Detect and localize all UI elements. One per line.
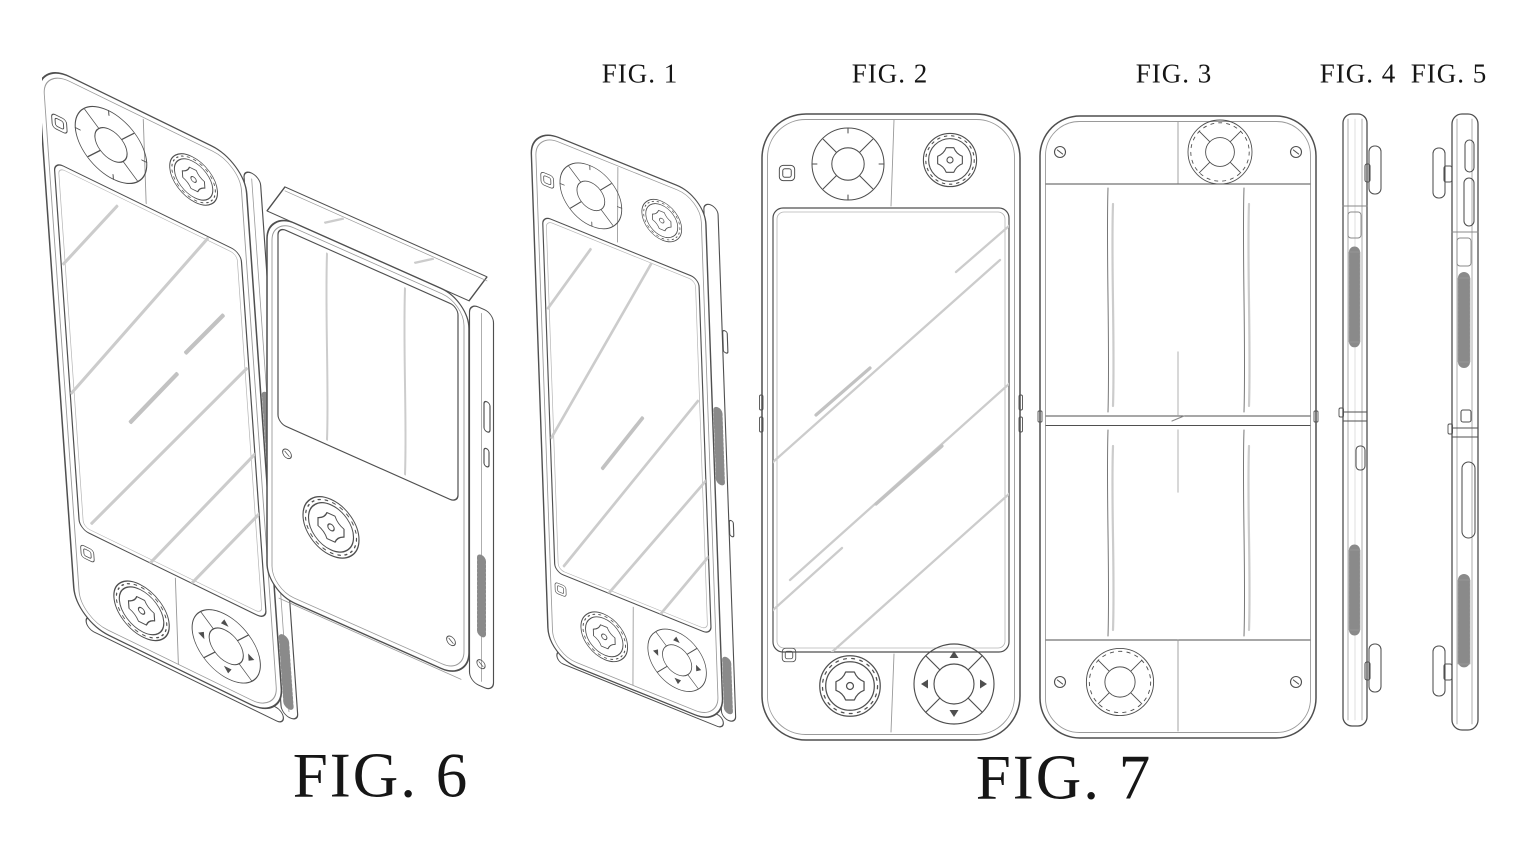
shoulder-trigger (1364, 643, 1382, 693)
fig5-label: FIG. 5 (1410, 58, 1488, 89)
dpad-ring-control (913, 643, 995, 725)
side-buttons (759, 394, 1023, 433)
fig3-label: FIG. 3 (1135, 58, 1213, 89)
device-side-outline (1451, 113, 1479, 731)
dpad-ring-control (1187, 119, 1253, 185)
side-port (1456, 237, 1472, 267)
screw-icon (1053, 675, 1067, 689)
screw-icon (1289, 675, 1303, 689)
dpad-ring-control (1085, 647, 1155, 717)
speaker-grille (278, 634, 294, 713)
screw-icon (1289, 145, 1303, 159)
speaker-grille (1348, 544, 1361, 636)
screen-reflections (773, 224, 1009, 652)
housing-seam (890, 119, 895, 207)
speaker-grille (1457, 272, 1471, 368)
back-panel-creases (1106, 187, 1251, 637)
fig4-drawing (1338, 113, 1382, 727)
shoulder-trigger (1432, 645, 1453, 697)
speaker-grille (1457, 574, 1471, 670)
device-side-outline (1342, 113, 1368, 727)
right-edge-face (468, 305, 495, 690)
screen-reflections (61, 204, 261, 585)
joystick-control (922, 132, 978, 188)
square-button (781, 647, 797, 663)
fig6-unfolded-device-drawing (42, 72, 299, 723)
shoulder-trigger (1432, 147, 1453, 199)
fig3-drawing (1037, 115, 1319, 739)
device-front-face (530, 134, 724, 718)
volume-rocker (1463, 177, 1475, 227)
fig2-drawing (759, 113, 1023, 741)
screen (542, 217, 712, 633)
screw-icon (476, 657, 486, 671)
screen (53, 164, 267, 617)
side-button (1460, 409, 1472, 423)
device-outline (761, 113, 1021, 741)
joystick-control (819, 655, 881, 717)
hinge-seam (1037, 410, 1319, 427)
screen (277, 228, 459, 501)
square-button (778, 164, 796, 182)
fig6-label: FIG. 6 (292, 740, 470, 811)
side-button (483, 447, 490, 468)
fig1-drawing (530, 134, 737, 728)
speaker-grille (713, 406, 725, 487)
shoulder-trigger (1364, 145, 1382, 195)
side-button (728, 519, 735, 538)
hinge-seam (1338, 407, 1368, 422)
fig7-label: FIG. 7 (975, 742, 1153, 813)
screen (772, 207, 1010, 653)
fig1-label: FIG. 1 (601, 58, 679, 89)
bottom-edge-line (278, 597, 462, 680)
card-slot (1461, 461, 1476, 539)
power-button (1464, 139, 1475, 173)
fig6-folded-device-drawing (266, 186, 495, 690)
hinge-seam (1447, 423, 1479, 438)
speaker-grille (722, 656, 734, 717)
fig4-label: FIG. 4 (1319, 58, 1397, 89)
device-outline (1039, 115, 1317, 739)
side-button (722, 329, 729, 354)
housing-seam (890, 653, 895, 733)
screen-reflections (325, 252, 407, 476)
screw-icon (1053, 145, 1067, 159)
fig5-drawing (1432, 113, 1479, 731)
fig2-label: FIG. 2 (851, 58, 929, 89)
dpad-ring-control (811, 127, 885, 201)
screen-reflections (546, 247, 710, 616)
side-port (1347, 211, 1362, 239)
speaker-grille (1348, 246, 1361, 348)
device-front-face (266, 219, 470, 672)
side-button (483, 400, 491, 433)
side-button (1355, 445, 1366, 471)
